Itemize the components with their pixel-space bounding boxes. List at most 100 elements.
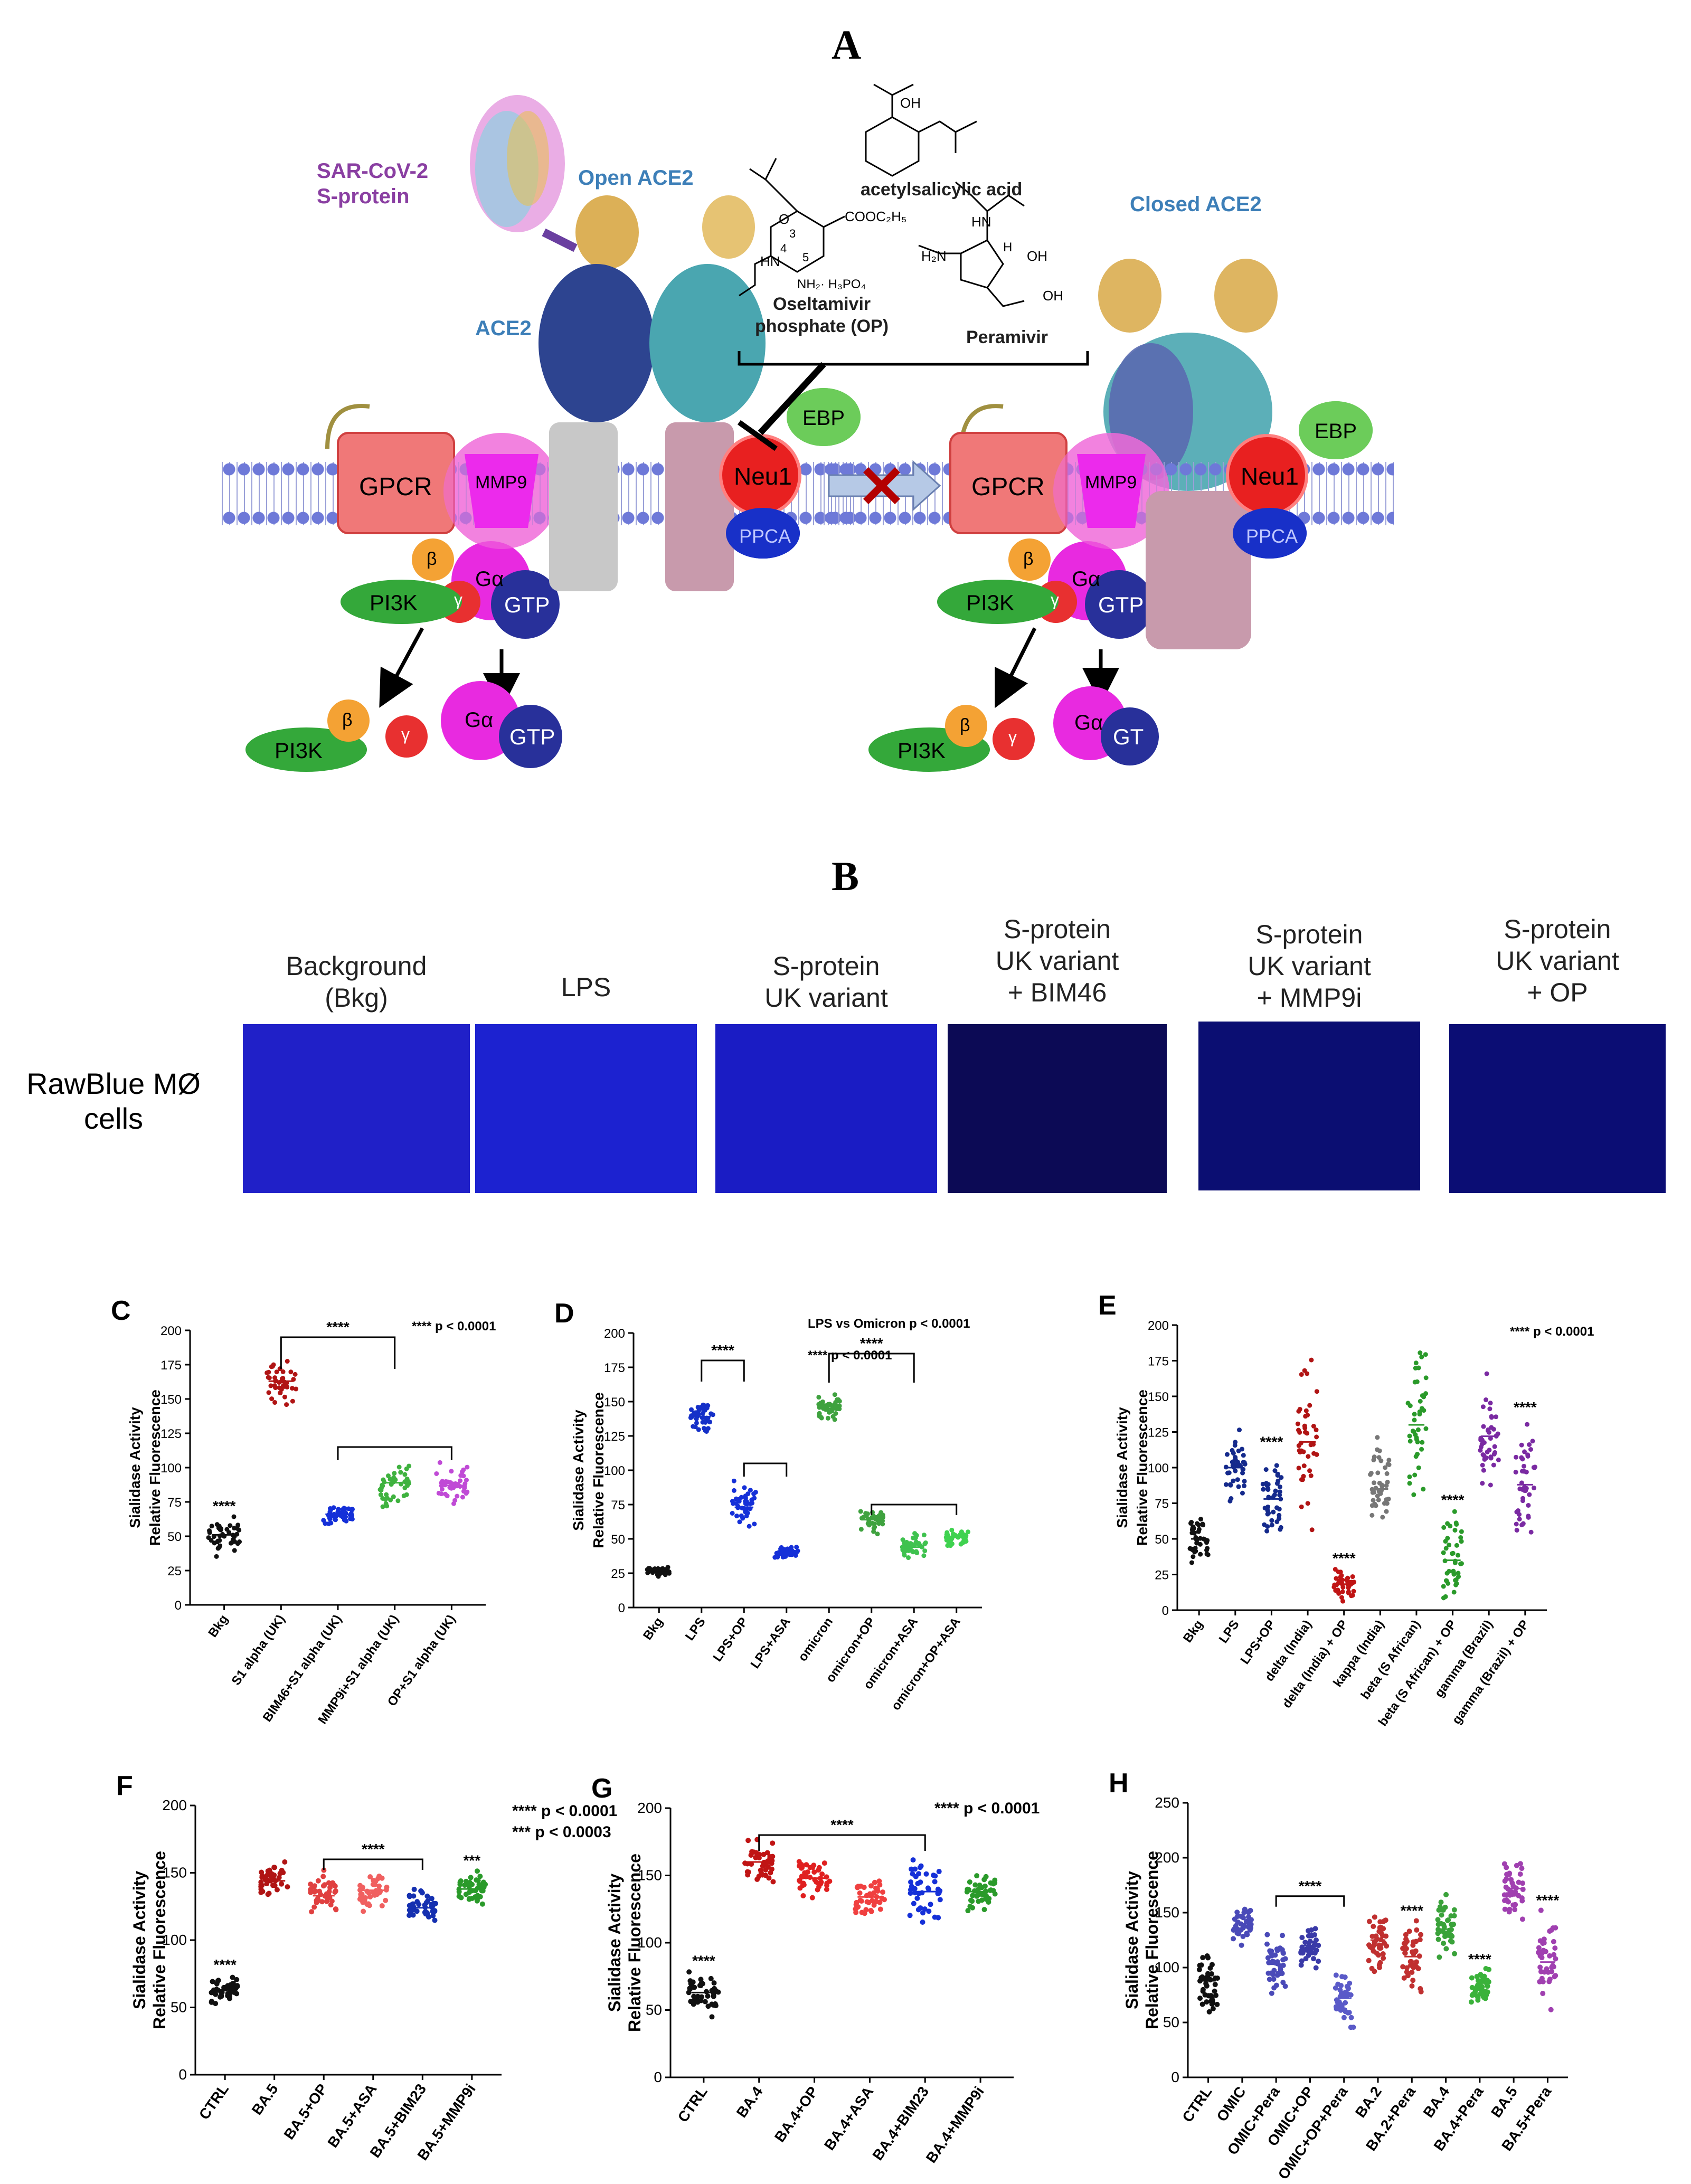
data-point <box>424 1893 430 1899</box>
data-point <box>1296 1427 1301 1433</box>
data-point <box>824 1886 829 1892</box>
data-point <box>274 1887 280 1893</box>
data-point <box>1224 1452 1230 1457</box>
data-point <box>770 1879 776 1885</box>
data-point <box>443 1491 448 1497</box>
data-point <box>707 1420 713 1425</box>
data-point <box>218 1526 223 1531</box>
open-ace2-label: Open ACE2 <box>578 166 694 190</box>
data-point <box>1366 1958 1372 1963</box>
gamma-dissociated-right <box>993 718 1035 760</box>
binding-arrow <box>542 228 578 252</box>
data-point <box>1536 1945 1542 1951</box>
data-point <box>213 1991 219 1997</box>
data-point <box>789 1545 794 1550</box>
data-point <box>906 1555 911 1561</box>
y-axis-label: Sialidase Activity <box>1114 1407 1130 1528</box>
data-point <box>1413 1360 1419 1366</box>
data-point <box>378 1492 383 1497</box>
data-point <box>455 1493 460 1499</box>
s-protein-structure <box>470 95 565 232</box>
data-point <box>1269 1990 1274 1996</box>
data-point <box>1381 1955 1386 1961</box>
data-point <box>1280 1933 1286 1939</box>
data-point <box>858 1509 863 1514</box>
data-point <box>284 1402 289 1407</box>
data-point <box>1312 1932 1318 1937</box>
data-point <box>1274 1972 1280 1978</box>
data-point <box>1509 1880 1515 1886</box>
data-point <box>457 1879 463 1885</box>
data-point <box>407 1894 412 1899</box>
data-point <box>908 1887 913 1893</box>
data-point <box>1197 1996 1203 2001</box>
data-point <box>1415 1427 1421 1432</box>
data-point <box>922 1906 928 1912</box>
data-point <box>476 1882 482 1887</box>
data-point <box>1412 1379 1418 1385</box>
data-point <box>1530 1439 1535 1444</box>
series-points <box>730 1478 758 1529</box>
data-point <box>966 1529 971 1535</box>
data-point <box>833 1400 838 1405</box>
data-point <box>968 1897 974 1903</box>
data-point <box>763 1867 769 1873</box>
data-point <box>709 2014 715 2020</box>
data-point <box>705 1993 711 1999</box>
y-tick-label: 150 <box>1155 1904 1179 1921</box>
data-point <box>258 1882 264 1887</box>
series-points <box>1400 1918 1424 1994</box>
data-point <box>388 1477 393 1482</box>
data-point <box>1311 1442 1316 1447</box>
data-point <box>340 1515 345 1520</box>
y-tick-label: 0 <box>178 2066 187 2083</box>
y-tick-label: 25 <box>167 1564 182 1578</box>
data-point <box>976 1892 982 1897</box>
data-point <box>264 1881 270 1887</box>
data-point <box>1233 1926 1239 1932</box>
data-point <box>1241 1483 1246 1489</box>
data-point <box>1435 1922 1441 1927</box>
data-point <box>1452 1528 1458 1533</box>
data-point <box>1437 1929 1442 1935</box>
data-point <box>1382 1918 1387 1924</box>
data-point <box>751 1849 757 1855</box>
x-tick-label: BA.4 <box>1420 2083 1453 2120</box>
data-point <box>1413 1959 1419 1965</box>
data-point <box>866 1520 872 1525</box>
data-point <box>1522 1449 1527 1454</box>
data-point <box>1194 1540 1199 1545</box>
data-point <box>1375 1470 1381 1476</box>
bracket-stars: **** <box>1299 1878 1322 1894</box>
data-point <box>1514 1454 1519 1460</box>
data-point <box>475 1868 480 1874</box>
data-point <box>1520 1496 1526 1501</box>
data-point <box>1541 1936 1547 1942</box>
data-point <box>1305 1371 1310 1376</box>
data-point <box>742 1485 747 1490</box>
data-point <box>705 2003 711 2009</box>
data-point <box>1335 1999 1340 2005</box>
data-point <box>430 1908 436 1914</box>
y-tick-label: 125 <box>1148 1426 1169 1440</box>
data-point <box>1485 1983 1490 1989</box>
data-point <box>1196 1522 1201 1527</box>
data-point <box>698 1980 704 1986</box>
data-point <box>1192 1530 1197 1536</box>
x-tick-label: BA.5+ASA <box>324 2081 380 2151</box>
data-point <box>1240 1446 1245 1452</box>
data-point <box>1351 1589 1356 1594</box>
data-point <box>1277 1516 1282 1521</box>
data-point <box>277 1870 283 1876</box>
x-tick-label: CTRL <box>1179 2084 1215 2125</box>
data-point <box>290 1398 295 1404</box>
series-points <box>1368 1435 1392 1520</box>
data-point <box>1407 1474 1412 1479</box>
galpha-label-left: Gα <box>475 568 504 591</box>
data-point <box>1410 1942 1416 1948</box>
data-point <box>932 1879 938 1885</box>
y-tick-label: 150 <box>160 1393 182 1407</box>
data-point <box>1223 1464 1229 1470</box>
gamma-label-left: γ <box>454 590 462 609</box>
